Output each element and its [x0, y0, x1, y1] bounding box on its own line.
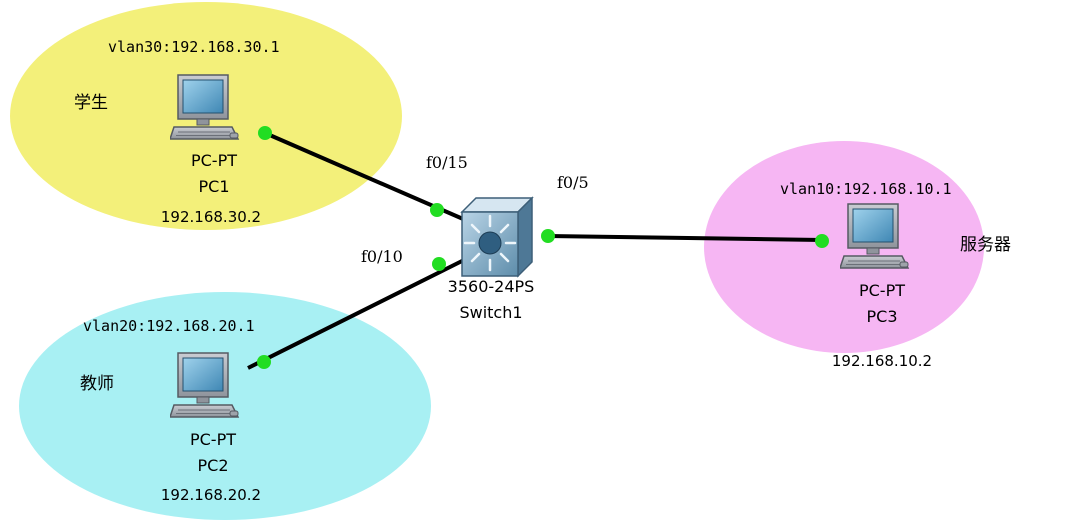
pc1-device[interactable]: PC-PT PC1 192.168.30.2	[161, 74, 261, 226]
teacher-vlan-gateway: vlan20:192.168.20.1	[83, 317, 255, 335]
pc-icon	[170, 74, 239, 140]
port-label-f0-5: f0/5	[557, 173, 589, 192]
port-led-pc2	[257, 355, 271, 369]
switch-name-label: Switch1	[459, 303, 522, 322]
switch-model-label: 3560-24PS	[448, 277, 535, 296]
port-led-pc1	[258, 126, 272, 140]
pc2-device[interactable]: PC-PT PC2 192.168.20.2	[161, 352, 261, 504]
server-vlan-gateway: vlan10:192.168.10.1	[780, 180, 952, 198]
switch1-device[interactable]: 3560-24PS Switch1	[448, 196, 535, 322]
server-zone	[704, 141, 984, 353]
pc3-type-label: PC-PT	[859, 281, 905, 300]
port-led-switch-f0-5	[541, 229, 555, 243]
pc3-ip-label: 192.168.10.2	[832, 352, 932, 370]
port-led-switch-f0-10	[432, 257, 446, 271]
port-label-f0-10: f0/10	[361, 247, 403, 266]
port-leds	[257, 126, 829, 369]
multilayer-switch-icon	[460, 196, 534, 278]
port-led-pc3	[815, 234, 829, 248]
port-led-switch-f0-15	[430, 203, 444, 217]
pc1-name-label: PC1	[199, 177, 230, 196]
pc-icon	[170, 352, 239, 418]
link-pc2-switch[interactable]	[247, 255, 471, 370]
server-zone-label: 服务器	[960, 235, 1011, 255]
pc2-ip-label: 192.168.20.2	[161, 486, 261, 504]
link-switch-pc3[interactable]	[547, 234, 823, 242]
pc2-type-label: PC-PT	[190, 430, 236, 449]
pc2-name-label: PC2	[198, 456, 229, 475]
pc1-ip-label: 192.168.30.2	[161, 208, 261, 226]
teacher-zone-label: 教师	[80, 374, 114, 394]
pc-icon	[840, 203, 909, 269]
pc1-type-label: PC-PT	[191, 151, 237, 170]
pc3-name-label: PC3	[867, 307, 898, 326]
port-label-f0-15: f0/15	[426, 153, 468, 172]
student-vlan-gateway: vlan30:192.168.30.1	[108, 38, 280, 56]
student-zone-label: 学生	[74, 93, 108, 113]
pc3-device[interactable]: PC-PT PC3 192.168.10.2	[832, 203, 932, 370]
